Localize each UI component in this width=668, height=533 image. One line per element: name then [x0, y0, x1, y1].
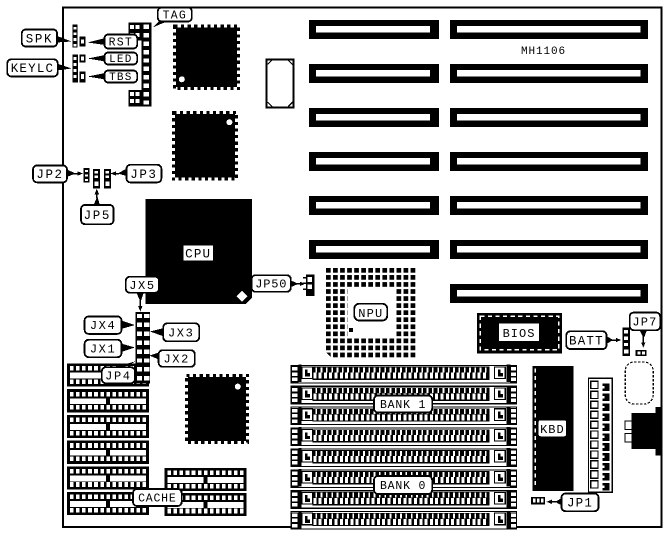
svg-text:TBS: TBS [109, 72, 132, 84]
svg-text:TAG: TAG [163, 9, 187, 22]
svg-text:CACHE: CACHE [138, 492, 177, 505]
svg-text:BIOS: BIOS [503, 327, 536, 341]
svg-text:JP3: JP3 [130, 168, 157, 182]
svg-text:JX5: JX5 [129, 279, 155, 293]
svg-text:JP7: JP7 [632, 315, 657, 329]
svg-text:JX4: JX4 [90, 319, 116, 333]
svg-text:JP4: JP4 [105, 369, 131, 383]
svg-text:NPU: NPU [358, 307, 383, 321]
svg-text:CPU: CPU [185, 248, 211, 262]
svg-text:JX3: JX3 [168, 326, 194, 340]
svg-text:KEYLC: KEYLC [11, 62, 55, 76]
svg-text:JP50: JP50 [255, 278, 287, 292]
svg-text:BATT: BATT [569, 334, 604, 348]
svg-text:RST: RST [109, 36, 133, 49]
svg-text:SPK: SPK [26, 32, 53, 46]
svg-text:JX2: JX2 [163, 353, 189, 367]
svg-text:KBD: KBD [540, 423, 565, 437]
svg-text:BANK 1: BANK 1 [380, 399, 426, 412]
svg-text:JP1: JP1 [567, 497, 593, 511]
svg-text:JP2: JP2 [36, 168, 63, 182]
svg-text:JP5: JP5 [84, 209, 111, 223]
svg-text:LED: LED [109, 54, 132, 66]
svg-text:JX1: JX1 [90, 343, 116, 357]
svg-text:BANK 0: BANK 0 [380, 480, 426, 493]
svg-text:MH1106: MH1106 [521, 46, 566, 58]
